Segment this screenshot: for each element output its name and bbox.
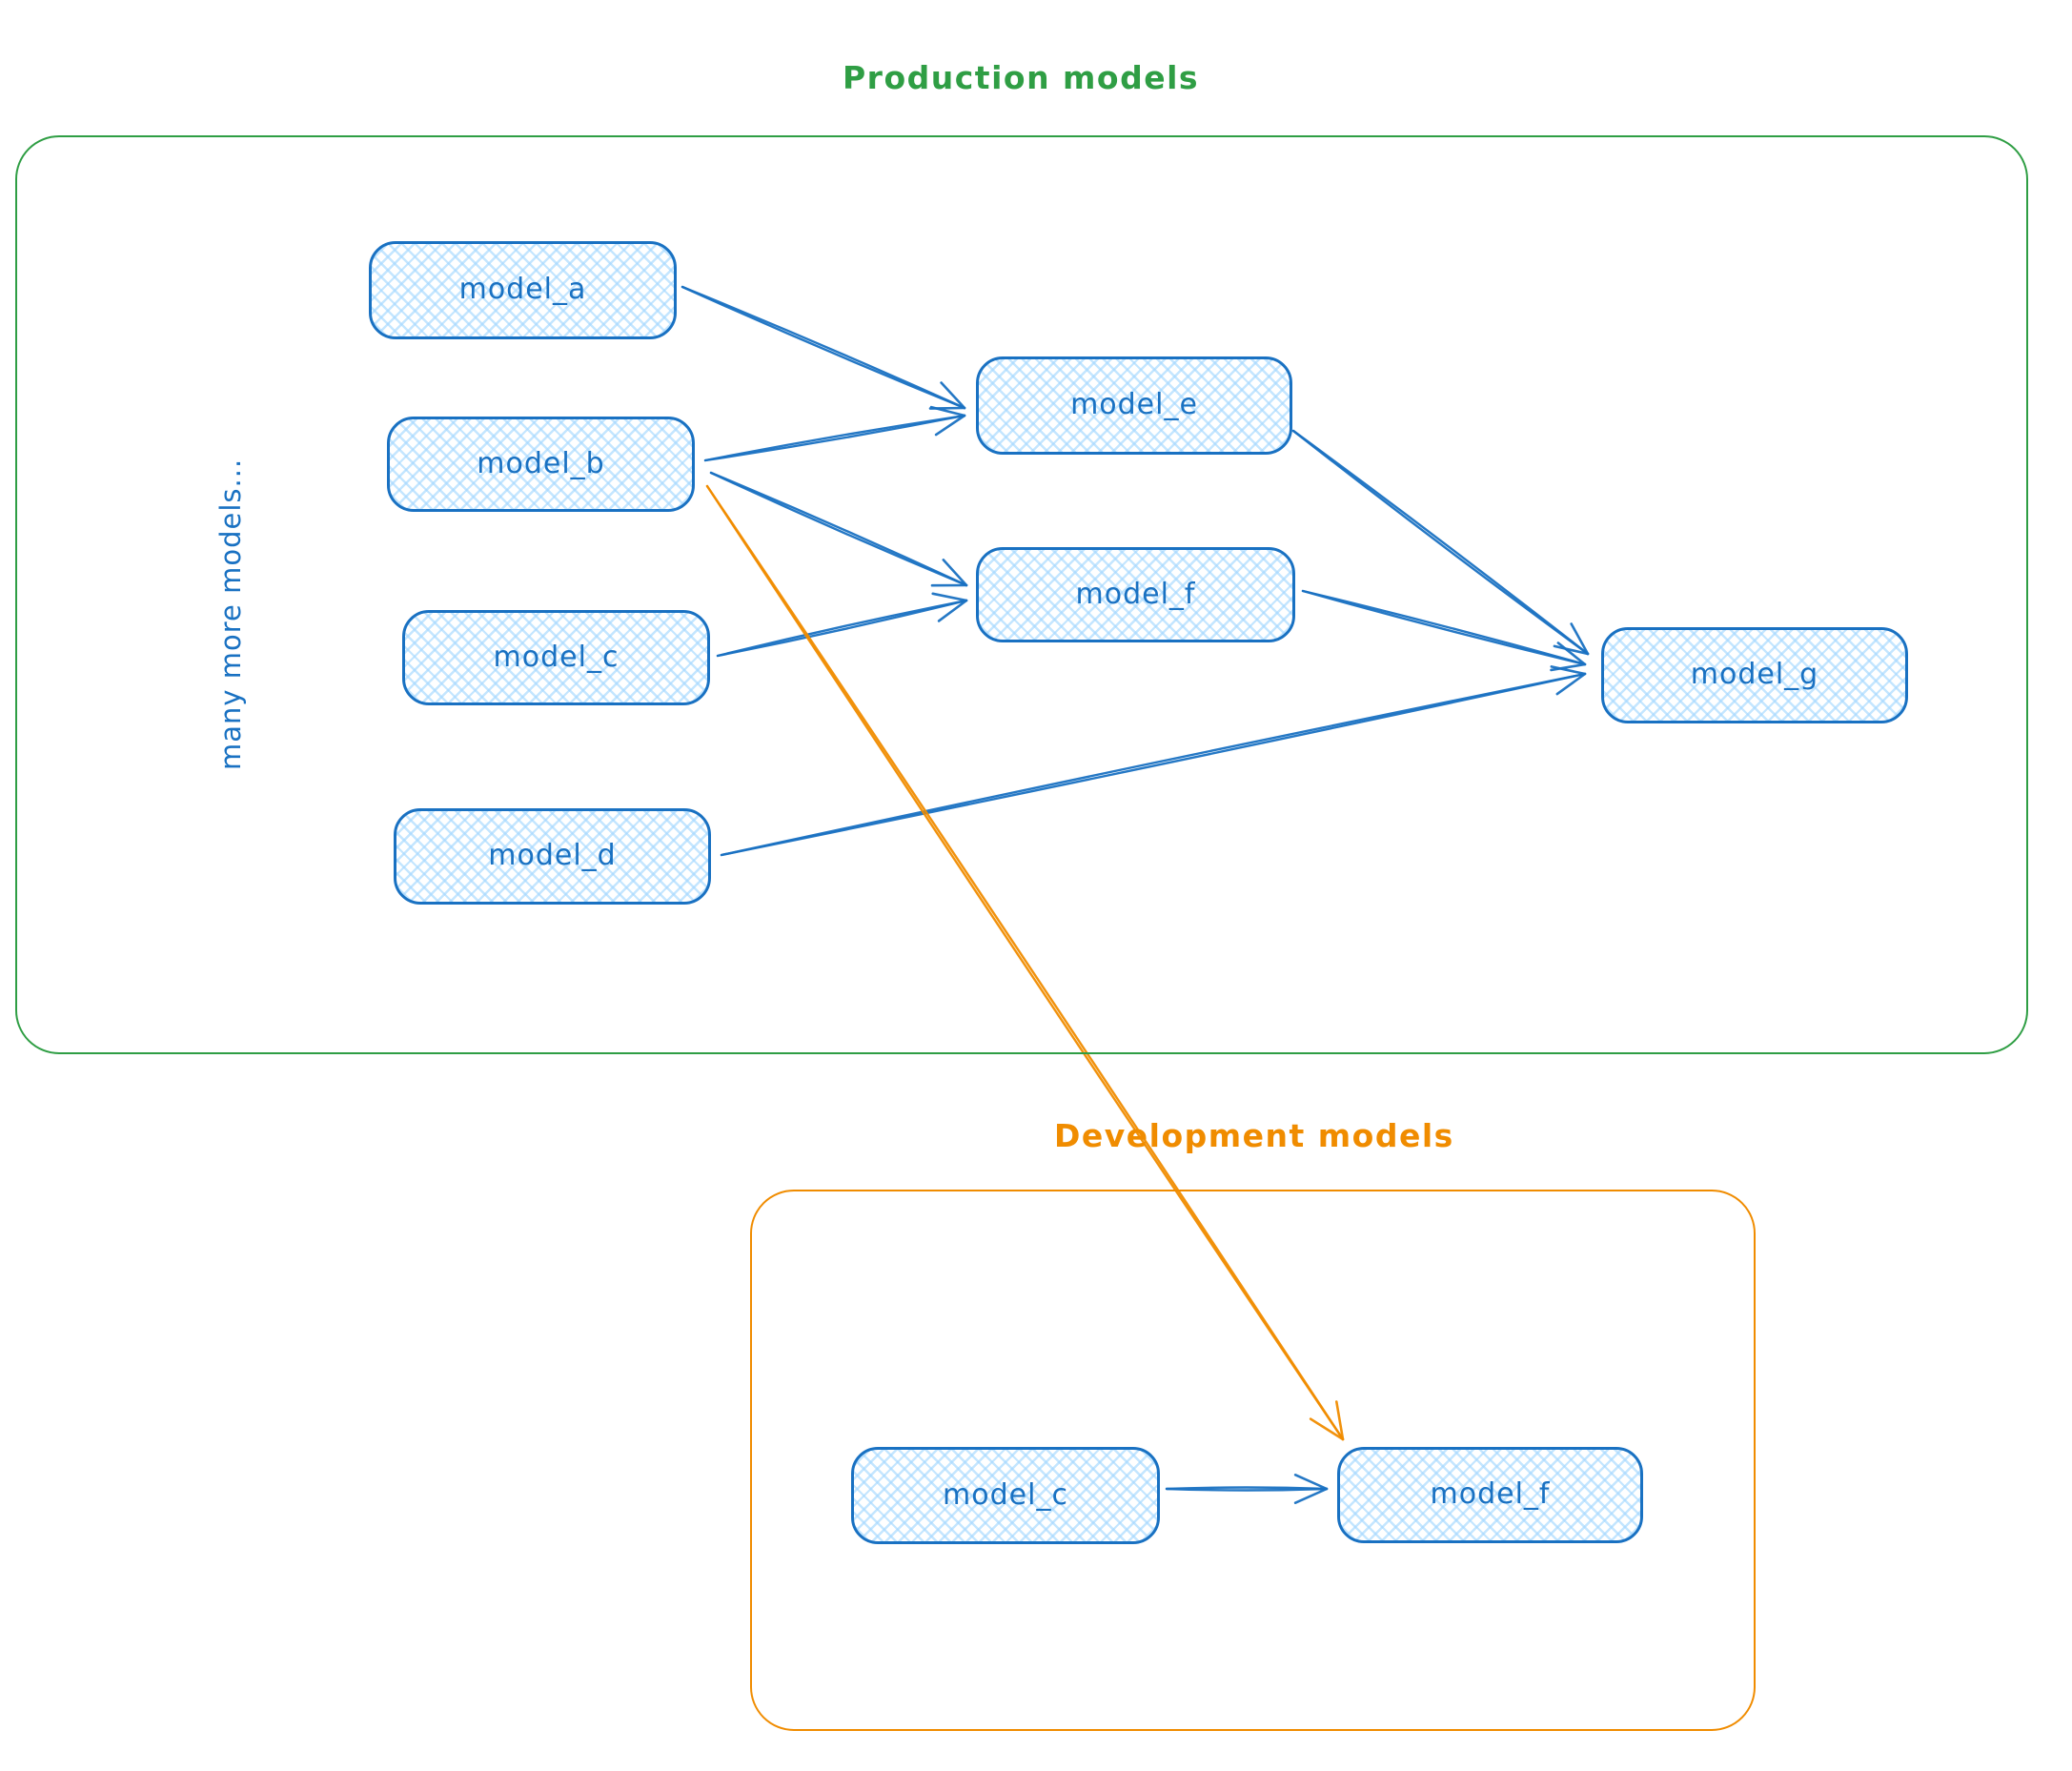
node-label-model_c: model_c — [493, 640, 620, 674]
frame-production — [15, 135, 2028, 1054]
node-model_f: model_f — [976, 547, 1295, 642]
node-label-dev_model_c: model_c — [943, 1477, 1068, 1512]
frame-title-development: Development models — [1054, 1117, 1454, 1154]
node-model_a: model_a — [369, 241, 677, 339]
node-model_c: model_c — [402, 610, 710, 705]
node-label-model_d: model_d — [488, 839, 617, 872]
node-model_g: model_g — [1601, 627, 1908, 723]
node-label-model_e: model_e — [1070, 388, 1198, 421]
node-dev_model_c: model_c — [851, 1447, 1160, 1544]
frame-title-production: Production models — [843, 59, 1200, 96]
node-label-model_a: model_a — [458, 273, 587, 306]
side-note-many-more-models: many more models... — [214, 458, 247, 770]
node-model_b: model_b — [387, 417, 695, 512]
node-model_d: model_d — [394, 808, 711, 905]
node-label-dev_model_f: model_f — [1430, 1477, 1551, 1511]
node-label-model_f: model_f — [1075, 577, 1196, 611]
node-label-model_b: model_b — [477, 446, 605, 480]
frame-development — [750, 1190, 1756, 1731]
node-label-model_g: model_g — [1690, 658, 1819, 691]
node-model_e: model_e — [976, 356, 1292, 455]
node-dev_model_f: model_f — [1337, 1447, 1643, 1543]
